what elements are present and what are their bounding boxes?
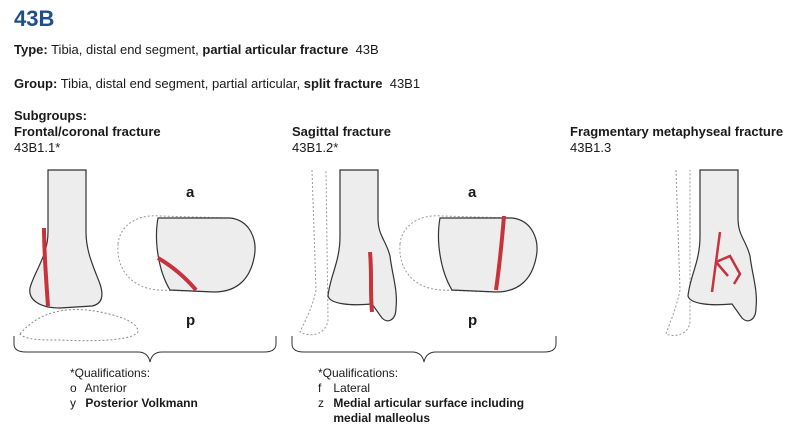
qualification-item: f Lateral <box>318 381 524 396</box>
qualification-key: f <box>318 381 322 395</box>
sagittal-fracture-line <box>368 251 374 313</box>
group-label: Group: <box>14 76 58 91</box>
type-code: 43B <box>355 42 379 57</box>
view-label-a-2: a <box>468 184 477 201</box>
group-line: Group: Tibia, distal end segment, partia… <box>14 76 420 91</box>
metaphyseal-fracture-lines <box>710 231 742 293</box>
subgroup-1-name: Frontal/coronal fracture <box>14 124 161 139</box>
group-text: Tibia, distal end segment, partial artic… <box>57 76 304 91</box>
qualification-item-continuation: medial malleolus <box>318 411 524 426</box>
fibula-outline-2 <box>299 169 329 336</box>
view-label-a-1: a <box>186 184 195 201</box>
subgroup-3-name: Fragmentary metaphyseal fracture <box>570 124 784 139</box>
subgroup-2-code: 43B1.2* <box>292 140 339 155</box>
type-bold: partial articular fracture <box>202 42 349 57</box>
type-line: Type: Tibia, distal end segment, partial… <box>14 42 379 57</box>
qualification-text-continued: medial malleolus <box>333 411 431 425</box>
qualification-item: o Anterior <box>70 381 198 396</box>
articular-surface-axial-2 <box>399 215 538 293</box>
tibia-anterior-view-3 <box>687 169 757 322</box>
classification-code: 43B <box>14 6 55 31</box>
qualifications-1-title: *Qualifications: <box>70 366 151 380</box>
qualification-key: o <box>70 381 77 395</box>
brace-right <box>291 336 557 363</box>
view-label-p-2: p <box>468 312 478 329</box>
brace-left <box>13 336 277 363</box>
type-label: Type: <box>14 42 48 57</box>
tibia-anterior-view-2 <box>327 169 397 322</box>
talus-outline-1 <box>19 309 139 342</box>
qualification-text: Posterior Volkmann <box>85 396 198 410</box>
qualifications-2-title: *Qualifications: <box>318 366 399 380</box>
qualifications-1: *Qualifications: o Anterior y Posterior … <box>70 366 198 411</box>
subgroup-2-name: Sagittal fracture <box>292 124 391 139</box>
qualification-key: y <box>70 396 76 410</box>
subgroups-label: Subgroups: <box>14 108 87 123</box>
qualification-text: Anterior <box>84 381 127 395</box>
qualification-item: y Posterior Volkmann <box>70 396 198 411</box>
view-label-p-1: p <box>186 312 196 329</box>
group-bold: split fracture <box>303 76 383 91</box>
qualification-text: Lateral <box>333 381 371 395</box>
qualification-key: z <box>318 396 324 410</box>
coronal-fracture-line <box>42 227 50 307</box>
tibia-lateral-view-1 <box>29 169 103 309</box>
qualification-item: z Medial articular surface including <box>318 396 524 411</box>
subgroup-1-code: 43B1.1* <box>14 140 61 155</box>
articular-surface-axial-1 <box>117 215 256 293</box>
subgroup-3-code: 43B1.3 <box>570 140 612 155</box>
qualifications-2: *Qualifications: f Lateral z Medial arti… <box>318 366 524 426</box>
qualification-text: Medial articular surface including <box>333 396 525 410</box>
group-code: 43B1 <box>389 76 421 91</box>
fibula-outline-3 <box>665 169 691 336</box>
type-text: Tibia, distal end segment, <box>47 42 203 57</box>
